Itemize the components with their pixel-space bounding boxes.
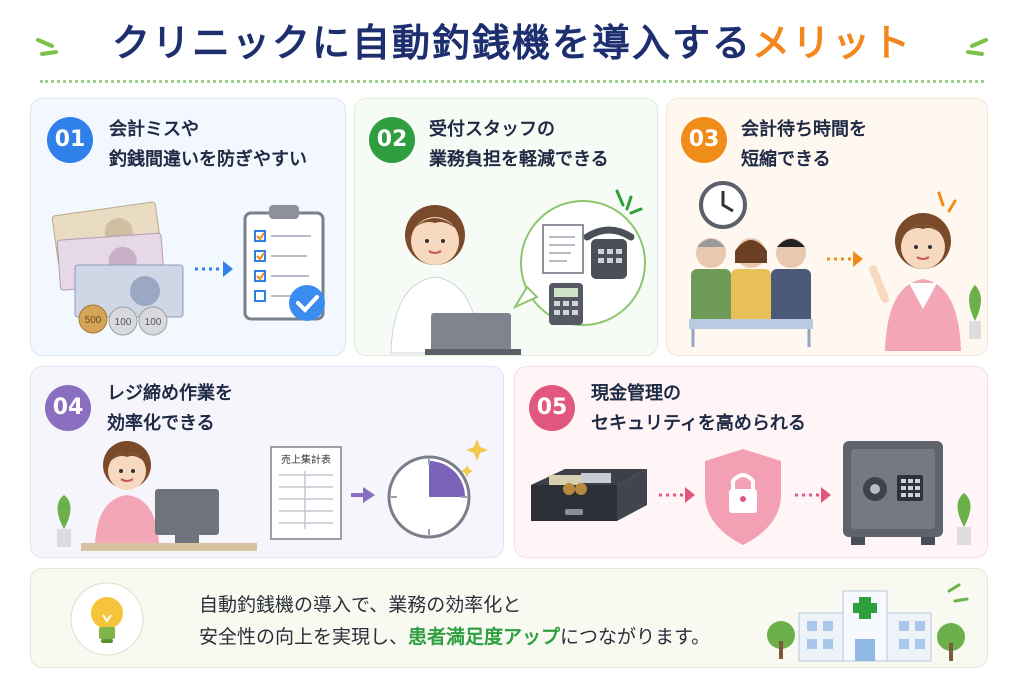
summary-text: 自動釣銭機の導入で、業務の効率化と 安全性の向上を実現し、患者満足度アップにつな… [199,594,711,648]
card-title: 会計待ち時間を 短縮できる [741,119,867,170]
lightbulb-icon [70,582,144,656]
calculator-icon [549,283,583,325]
card-title: 会計ミスや 釣銭間違いを防ぎやすい [109,119,307,170]
receptionist-icon [869,213,961,351]
safe-icon [843,441,943,545]
page-title-main: クリニックに自動釣銭機を導入する [111,21,752,65]
card-title: レジ締め作業を 効率化できる [107,383,233,434]
shield-lock-icon [705,449,781,545]
security-illustration [531,441,971,545]
svg-text:500: 500 [85,315,102,326]
plant-icon [957,493,971,545]
card-05: 05 現金管理の セキュリティを高められる [514,366,988,558]
highlight-text: 患者満足度アップ [408,626,561,648]
clipboard-check-icon [243,205,325,321]
arrow-right-icon [659,487,695,503]
card-number-badge: 04 [45,385,91,431]
card-number-badge: 01 [47,117,93,163]
cash-drawer-icon [531,469,647,521]
card-number-badge: 03 [681,117,727,163]
card-number-badge: 02 [369,117,415,163]
banknote-icon: 500 100 100 [51,201,325,336]
coin-icon: 500 100 100 [78,304,168,336]
card-title: 現金管理の セキュリティを高められる [591,383,806,434]
clock-icon [699,181,747,229]
svg-text:100: 100 [115,317,132,328]
card-04: 04 レジ締め作業を 効率化できる 売上集計表 [30,366,504,558]
svg-text:100: 100 [145,317,162,328]
page-title-accent: メリット [752,21,913,65]
arrow-right-icon [795,487,831,503]
page-title: クリニックに自動釣銭機を導入するメリット [112,8,912,78]
report-icon: 売上集計表 [270,446,342,540]
card-03: 03 会計待ち時間を 短縮できる [666,98,988,356]
plant-icon [969,285,981,339]
waiting-patients-icon [689,181,981,351]
arrow-right-icon [195,261,233,277]
header: クリニックに自動釣銭機を導入するメリット [0,8,1024,78]
card-number-badge: 05 [529,385,575,431]
summary-panel: 自動釣銭機の導入で、業務の効率化と 安全性の向上を実現し、患者満足度アップにつな… [30,568,988,668]
svg-text:売上集計表: 売上集計表 [281,453,331,466]
card-01: 01 会計ミスや 釣銭間違いを防ぎやすい 500 100 100 [30,98,346,356]
card-title: 受付スタッフの 業務負担を軽減できる [429,119,609,170]
clinic-building-icon [767,583,969,662]
card-02: 02 受付スタッフの 業務負担を軽減できる [354,98,658,356]
timer-icon [387,455,471,539]
arrow-right-icon [827,251,863,267]
arrow-right-icon [351,487,375,503]
header-divider [40,80,984,83]
sparkle-right-icon [966,38,988,56]
document-icon [542,224,584,274]
phone-icon [583,226,635,279]
receptionist-icon: 売上集計表 [57,439,488,551]
sparkle-icon [461,439,488,477]
plant-icon [57,495,71,547]
sparkle-left-icon [36,38,58,56]
receptionist-icon [390,189,646,355]
